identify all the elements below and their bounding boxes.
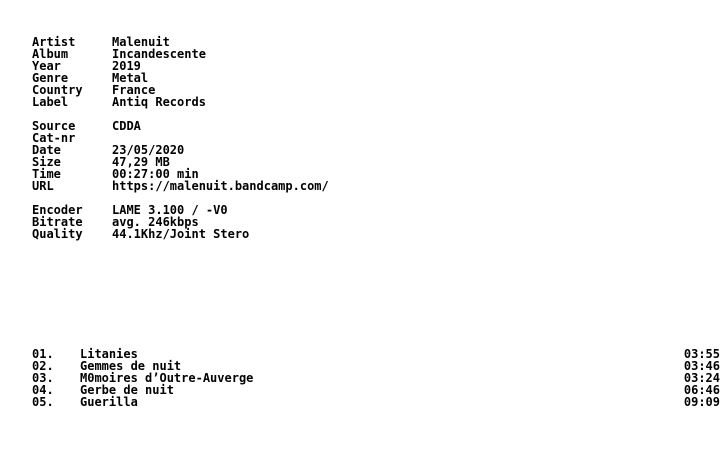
info-row-url: URL https://malenuit.bandcamp.com/: [32, 180, 720, 192]
track-title: Litanies: [80, 347, 138, 361]
track-number: 01.: [32, 347, 54, 361]
encoder-label: Encoder: [32, 203, 83, 217]
info-row-source: Source CDDA: [32, 120, 720, 132]
year-value: 2019: [112, 59, 141, 73]
artist-value: Malenuit: [112, 35, 170, 49]
country-label: Country: [32, 83, 83, 97]
catnr-label: Cat-nr: [32, 131, 76, 145]
info-row-bitrate: Bitrate avg. 246kbps: [32, 216, 720, 228]
track-title: M0moires d’Outre-Auverge: [80, 371, 254, 385]
size-value: 47,29 MB: [112, 155, 170, 169]
track-row: 02. Gemmes de nuit 03:46: [32, 360, 720, 372]
track-title: Guerilla: [80, 395, 138, 409]
info-row-artist: Artist Malenuit: [32, 36, 720, 48]
track-number: 02.: [32, 359, 54, 373]
date-label: Date: [32, 143, 61, 157]
info-row-time: Time 00:27:00 min: [32, 168, 720, 180]
track-title: Gemmes de nuit: [80, 359, 182, 373]
date-value: 23/05/2020: [112, 143, 185, 157]
genre-value: Metal: [112, 71, 149, 85]
album-label: Album: [32, 47, 69, 61]
album-value: Incandescente: [112, 47, 206, 61]
track-number: 05.: [32, 395, 54, 409]
encoder-value: LAME 3.100 / -V0: [112, 203, 228, 217]
info-row-size: Size 47,29 MB: [32, 156, 720, 168]
track-row: 05. Guerilla 09:09: [32, 396, 720, 408]
country-value: France: [112, 83, 156, 97]
bitrate-value: avg. 246kbps: [112, 215, 199, 229]
tracklist: 01. Litanies 03:55 02. Gemmes de nuit 03…: [32, 348, 720, 408]
track-duration: 03:55: [683, 347, 720, 361]
info-row-quality: Quality 44.1Khz/Joint Stero: [32, 228, 720, 240]
record-label-value: Antiq Records: [112, 95, 206, 109]
time-value: 00:27:00 min: [112, 167, 199, 181]
track-row: 01. Litanies 03:55: [32, 348, 720, 360]
track-row: 03. M0moires d’Outre-Auverge 03:24: [32, 372, 720, 384]
source-label: Source: [32, 119, 76, 133]
bitrate-label: Bitrate: [32, 215, 83, 229]
info-row-date: Date 23/05/2020: [32, 144, 720, 156]
source-value: CDDA: [112, 119, 141, 133]
release-info: Artist Malenuit Album Incandescente Year…: [32, 36, 720, 240]
artist-label: Artist: [32, 35, 76, 49]
quality-label: Quality: [32, 227, 83, 241]
info-row-country: Country France: [32, 84, 720, 96]
url-label: URL: [32, 179, 54, 193]
info-row-genre: Genre Metal: [32, 72, 720, 84]
track-duration: 03:46: [683, 359, 720, 373]
info-row-label: Label Antiq Records: [32, 96, 720, 108]
track-duration: 03:24: [683, 371, 720, 385]
track-row: 04. Gerbe de nuit 06:46: [32, 384, 720, 396]
size-label: Size: [32, 155, 61, 169]
info-row-catnr: Cat-nr: [32, 132, 720, 144]
track-duration: 09:09: [683, 395, 720, 409]
info-row-encoder: Encoder LAME 3.100 / -V0: [32, 204, 720, 216]
info-row-year: Year 2019: [32, 60, 720, 72]
quality-value: 44.1Khz/Joint Stero: [112, 227, 250, 241]
track-number: 03.: [32, 371, 54, 385]
track-duration: 06:46: [683, 383, 720, 397]
track-number: 04.: [32, 383, 54, 397]
info-row-album: Album Incandescente: [32, 48, 720, 60]
record-label-label: Label: [32, 95, 69, 109]
year-label: Year: [32, 59, 61, 73]
track-title: Gerbe de nuit: [80, 383, 174, 397]
genre-label: Genre: [32, 71, 69, 85]
time-label: Time: [32, 167, 61, 181]
url-value: https://malenuit.bandcamp.com/: [112, 179, 329, 193]
